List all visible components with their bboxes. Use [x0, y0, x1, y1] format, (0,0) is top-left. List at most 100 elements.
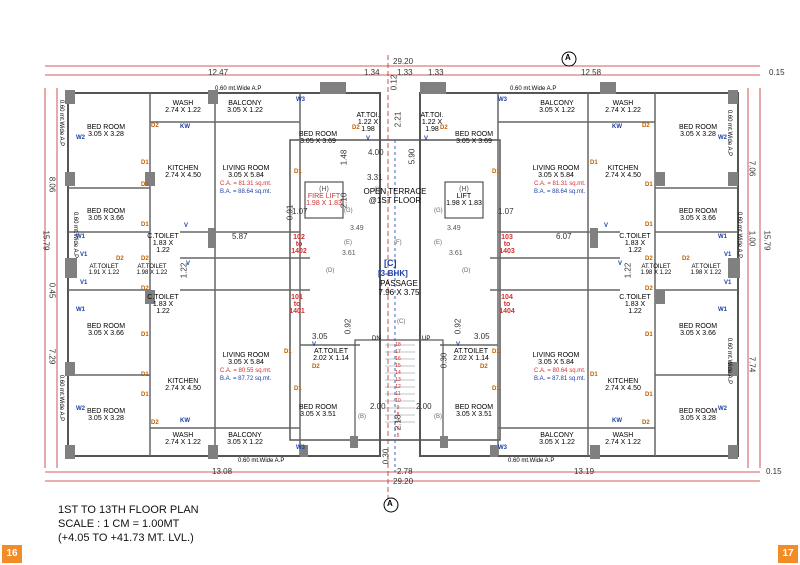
- ap-left-top: 0.60 mt.Wide A.P: [58, 99, 65, 147]
- code-v-l: V: [184, 223, 189, 229]
- plan-title: 1ST TO 13TH FLOOR PLAN: [58, 504, 199, 516]
- code-d2-ml3: D2: [141, 286, 149, 292]
- code-w3-tr: W3: [498, 97, 507, 103]
- dim-left-mid: 0.45: [47, 282, 57, 299]
- code-w2-br: W2: [718, 406, 727, 412]
- section-marker-label-bottom: A: [387, 499, 393, 508]
- code-w1-ml: W1: [76, 234, 85, 240]
- dim-tiny-2: 0.30: [381, 448, 391, 465]
- code-kw-tl: KW: [180, 124, 190, 130]
- code-d2-bcr: D2: [480, 364, 488, 370]
- grid-letter-b: (B): [358, 414, 366, 420]
- dim-lower-left: 3.05: [312, 332, 328, 341]
- dim-right-mid: 1.00: [747, 230, 757, 247]
- code-d1-bl: D1: [141, 372, 149, 378]
- code-v-r2: V: [618, 261, 623, 267]
- code-d2-mr: D2: [645, 256, 653, 262]
- code-d1-mr2: D1: [645, 332, 653, 338]
- section-marker-bottom: [383, 497, 399, 513]
- code-d2-br: D2: [642, 420, 650, 426]
- dim-tiny-l: 0.92: [343, 318, 353, 335]
- open-terrace: OPEN TERRACE@1ST FLOOR: [363, 187, 427, 205]
- dim-bottom-left: 13.08: [212, 467, 233, 476]
- dim-top-mid-l: 1.34: [364, 68, 380, 77]
- grid-letter-d: (D): [326, 268, 335, 274]
- code-d1-tl2: D1: [141, 182, 149, 188]
- code-d1-bc2: D1: [294, 386, 302, 392]
- code-v-tc: V: [366, 136, 371, 142]
- dim-left-bot: 7.29: [47, 348, 57, 365]
- code-d1-tcr: D1: [492, 169, 500, 175]
- dim-core-top: 4.00: [368, 148, 384, 157]
- code-d1-tc: D1: [294, 169, 302, 175]
- code-w1-mr2: W1: [718, 307, 727, 313]
- dim-stair-d2: 2.00: [416, 402, 432, 411]
- grid-letter-e: (E): [344, 240, 352, 246]
- code-v-bc: V: [312, 342, 317, 348]
- code-w3-br: W3: [498, 445, 507, 451]
- plan-scale: SCALE : 1 CM = 1.00MT: [58, 518, 180, 530]
- code-d1-tr2: D1: [645, 182, 653, 188]
- grid-letter-g: (G): [344, 208, 353, 214]
- grid-letter-f: (F): [394, 240, 402, 246]
- dim-passage-2-r: 3.61: [449, 250, 463, 257]
- dim-bottom-mid: 2.78: [397, 467, 413, 476]
- code-kw-tr: KW: [612, 124, 622, 130]
- code-w1-mr: W1: [718, 234, 727, 240]
- code-d2-mr3: D2: [645, 286, 653, 292]
- dim-tiny-3: 0.12: [389, 74, 399, 91]
- page-number-right: 17: [778, 545, 798, 563]
- dim-lower-right: 3.05: [474, 332, 490, 341]
- code-d2-ml: D2: [141, 256, 149, 262]
- code-d1-br2: D1: [645, 392, 653, 398]
- code-w2-bl: W2: [76, 406, 85, 412]
- section-marker-top: [561, 51, 577, 67]
- area-ba-bl: B.A. = 87.72 sq.mt.: [220, 376, 272, 382]
- code-d2-tcr: D2: [440, 125, 448, 131]
- code-v-r: V: [604, 223, 609, 229]
- grid-letter-b2: (B): [434, 414, 442, 420]
- ap-bottom-right: 0.60 mt.Wide A.P: [508, 458, 555, 464]
- grid-letter-d2: (D): [462, 268, 471, 274]
- code-d2-mr2: D2: [682, 256, 690, 262]
- code-d1-bc: D1: [284, 349, 292, 355]
- code-kw-br: KW: [612, 418, 622, 424]
- dim-passage-2-l: 3.61: [342, 250, 356, 257]
- code-d1-mr: D1: [645, 222, 653, 228]
- dim-corridor-left: 5.87: [232, 232, 248, 241]
- code-d1-bcr: D1: [492, 349, 500, 355]
- dim-left-total: 15.79: [41, 230, 51, 251]
- code-v1-l2: V1: [80, 280, 88, 286]
- code-w2-tr: W2: [718, 135, 727, 141]
- ap-top-left: 0.60 mt.Wide A.P: [215, 86, 262, 92]
- title-block: 1ST TO 13TH FLOOR PLAN SCALE : 1 CM = 1.…: [58, 503, 199, 545]
- code-d2-tr: D2: [642, 123, 650, 129]
- area-ca-br: C.A. = 80.64 sq.mt.: [534, 368, 586, 374]
- code-v-bcr: V: [456, 342, 461, 348]
